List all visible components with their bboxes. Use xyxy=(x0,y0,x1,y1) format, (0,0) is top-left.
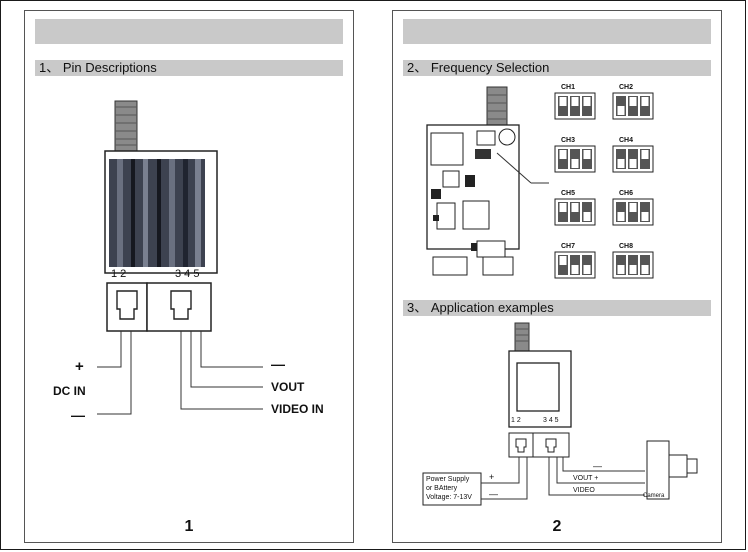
dip-toggle-on xyxy=(617,159,625,168)
application-diagram xyxy=(422,322,698,506)
plus-label: + xyxy=(489,472,495,482)
plug-icon xyxy=(116,290,138,320)
dc-in-label: DC IN xyxy=(53,384,86,398)
dip-toggle-off xyxy=(583,97,591,106)
channel-label: CH1 xyxy=(561,84,575,91)
channel-label: CH6 xyxy=(619,190,633,197)
dip-switch-ch2: CH2 xyxy=(612,84,654,120)
dip-switch-ch5: CH5 xyxy=(554,190,596,226)
channel-label: CH7 xyxy=(561,243,575,250)
camera-label: Camera xyxy=(643,493,665,499)
dip-toggle-off xyxy=(583,150,591,159)
dip-toggle-off xyxy=(571,203,579,212)
dip-toggle-on xyxy=(571,159,579,168)
antenna-connector xyxy=(486,86,508,128)
dip-toggle-on xyxy=(641,212,649,221)
dip-switch-ch1: CH1 xyxy=(554,84,596,120)
dip-toggle-on xyxy=(629,265,637,274)
section-title-frequency: 2、 Frequency Selection xyxy=(403,60,711,76)
plug-icon xyxy=(515,438,527,453)
vout-label: VOUT + xyxy=(573,475,599,482)
dip-toggle-off xyxy=(641,97,649,106)
dip-switch-ch6: CH6 xyxy=(612,190,654,226)
channel-label: CH3 xyxy=(561,137,575,144)
minus-camera-label: — xyxy=(593,461,602,471)
minus-label: — xyxy=(71,407,85,423)
video-label: VIDEO xyxy=(573,487,595,494)
panel-pin-descriptions: 1、 Pin Descriptions xyxy=(24,10,354,543)
power-supply-line1: Power Supply xyxy=(426,476,470,483)
page-number: 1 xyxy=(184,518,194,535)
dip-toggle-on xyxy=(583,212,591,221)
wires xyxy=(481,457,645,500)
page-number: 2 xyxy=(552,518,562,535)
connector-av xyxy=(146,282,212,332)
minus-label-right: — xyxy=(271,356,285,372)
dip-toggle-off xyxy=(629,97,637,106)
connector-dc xyxy=(106,282,148,332)
minus-label: — xyxy=(489,489,498,499)
vout-label: VOUT xyxy=(271,380,305,394)
power-supply-line2: or BAttery xyxy=(426,485,458,492)
dip-switch-ch3: CH3 xyxy=(554,137,596,173)
dip-toggle-on xyxy=(617,265,625,274)
transmitter-pin-diagram xyxy=(97,100,263,415)
dip-toggle-on xyxy=(641,265,649,274)
dip-switch-ch4: CH4 xyxy=(612,137,654,173)
pin-numbers-right: 3 4 5 xyxy=(543,417,559,424)
dip-toggle-off xyxy=(641,150,649,159)
plug-icon xyxy=(170,290,192,320)
antenna-connector xyxy=(114,100,138,152)
dip-toggle-off xyxy=(559,97,567,106)
channel-label: CH5 xyxy=(561,190,575,197)
power-supply-box xyxy=(422,472,482,506)
pin-numbers-left: 1 2 xyxy=(511,417,521,424)
section-title-application: 3、 Application examples xyxy=(403,300,711,316)
video-in-label: VIDEO IN xyxy=(271,402,324,416)
header-bar xyxy=(35,19,343,44)
power-supply-line3: Voltage: 7-13V xyxy=(426,494,472,501)
dip-switch-location xyxy=(475,149,491,159)
channel-label: CH8 xyxy=(619,243,633,250)
section-title-pin-descriptions: 1、 Pin Descriptions xyxy=(35,60,343,76)
plug-icon xyxy=(545,438,557,453)
dip-toggle-off xyxy=(629,203,637,212)
dip-toggle-on xyxy=(583,265,591,274)
pcb-diagram xyxy=(426,86,549,276)
camera xyxy=(646,440,698,500)
wires xyxy=(97,331,263,415)
dip-toggle-off xyxy=(559,256,567,265)
pin-numbers-av: 3 4 5 xyxy=(175,268,200,280)
dip-switch-ch7: CH7 xyxy=(554,243,596,279)
heatsink xyxy=(109,159,205,267)
channel-label: CH2 xyxy=(619,84,633,91)
antenna-connector xyxy=(514,322,530,352)
dip-toggle-on xyxy=(629,159,637,168)
dip-toggle-off xyxy=(559,150,567,159)
dip-toggle-on xyxy=(617,212,625,221)
pin-numbers-dc: 1 2 xyxy=(111,268,127,280)
dip-toggle-off xyxy=(559,203,567,212)
dip-toggle-on xyxy=(617,106,625,115)
dip-toggle-on xyxy=(571,265,579,274)
header-bar xyxy=(403,19,711,44)
channel-label: CH4 xyxy=(619,137,633,144)
dip-toggle-off xyxy=(571,97,579,106)
dip-switch-ch8: CH8 xyxy=(612,243,654,279)
plus-label: + xyxy=(75,358,84,375)
